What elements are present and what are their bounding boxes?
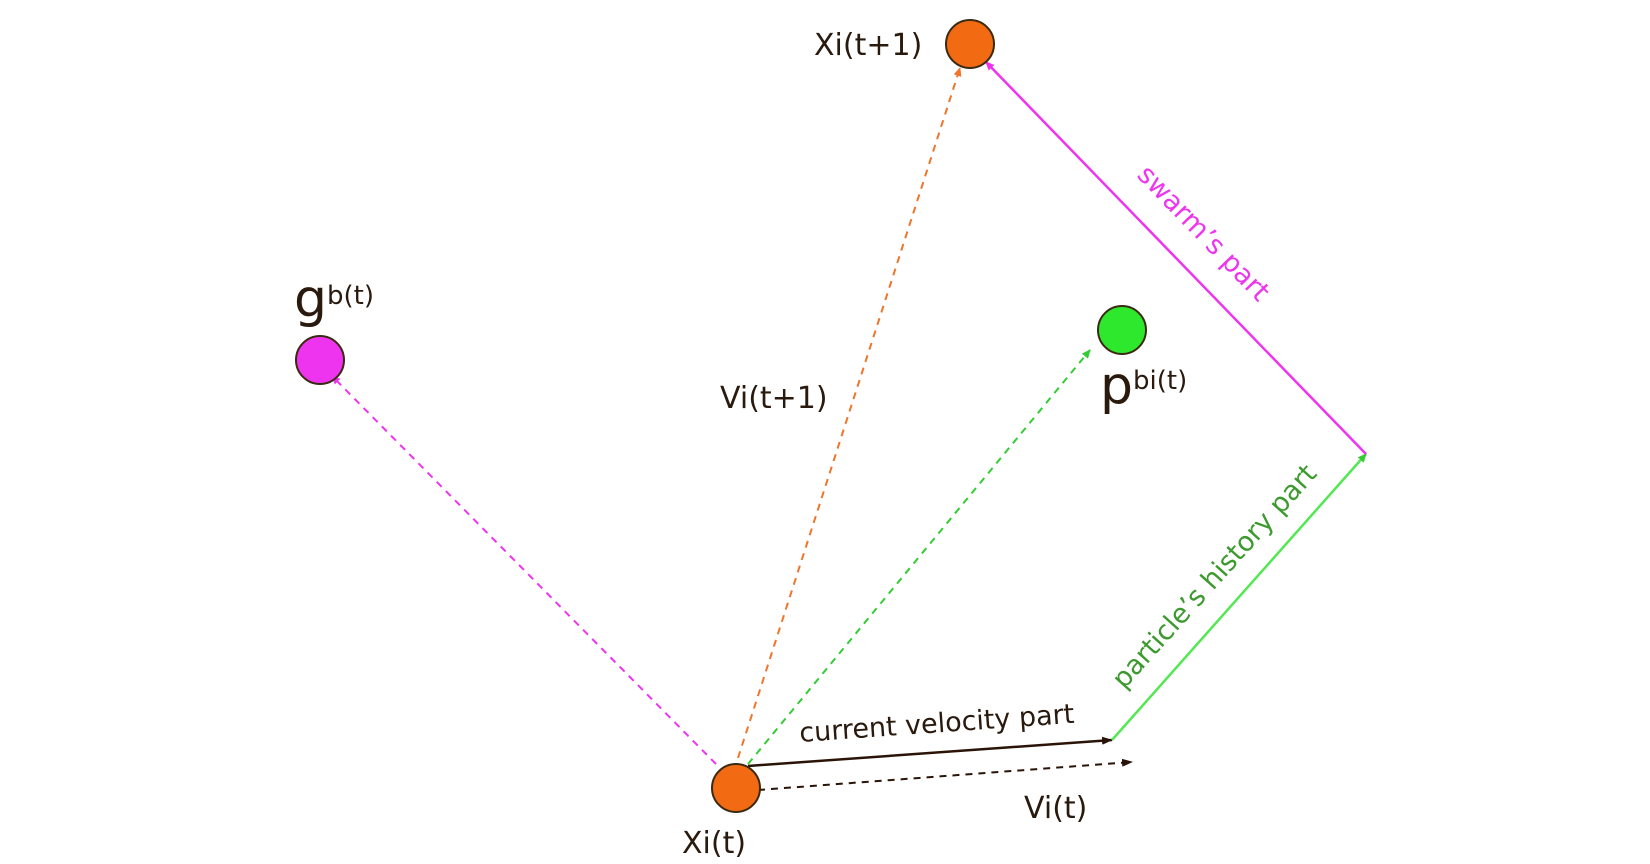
label-gbest-main: g — [294, 269, 327, 329]
label-pbest-main: p — [1100, 356, 1133, 416]
label-vi-t: Vi(t) — [1024, 791, 1087, 826]
node-xi-t — [711, 763, 761, 813]
label-vi-t-plus-1: Vi(t+1) — [720, 381, 828, 416]
node-gbest — [295, 335, 345, 385]
swarms-part-arrow — [985, 61, 1367, 455]
particles-history-part-arrow — [1111, 453, 1367, 741]
label-current-velocity-part: current velocity part — [798, 699, 1075, 749]
vector-to-gbest — [331, 375, 717, 765]
label-xi-t: Xi(t) — [682, 826, 746, 861]
label-gbest-sub: b(t) — [327, 281, 374, 311]
label-particles-history-part: particle’s history part — [1106, 459, 1323, 695]
current-velocity-part-arrow — [747, 736, 1113, 768]
label-pbest: pbi(t) — [1100, 356, 1187, 416]
label-pbest-sub: bi(t) — [1133, 366, 1187, 396]
label-xi-t-plus-1: Xi(t+1) — [814, 28, 922, 63]
vector-vi-t — [757, 758, 1133, 791]
label-gbest: gb(t) — [294, 269, 374, 329]
vector-to-pbest — [747, 349, 1091, 765]
node-pbest — [1097, 305, 1147, 355]
node-xi-t-plus-1 — [945, 19, 995, 69]
vector-vi-t-plus-1 — [737, 67, 962, 759]
